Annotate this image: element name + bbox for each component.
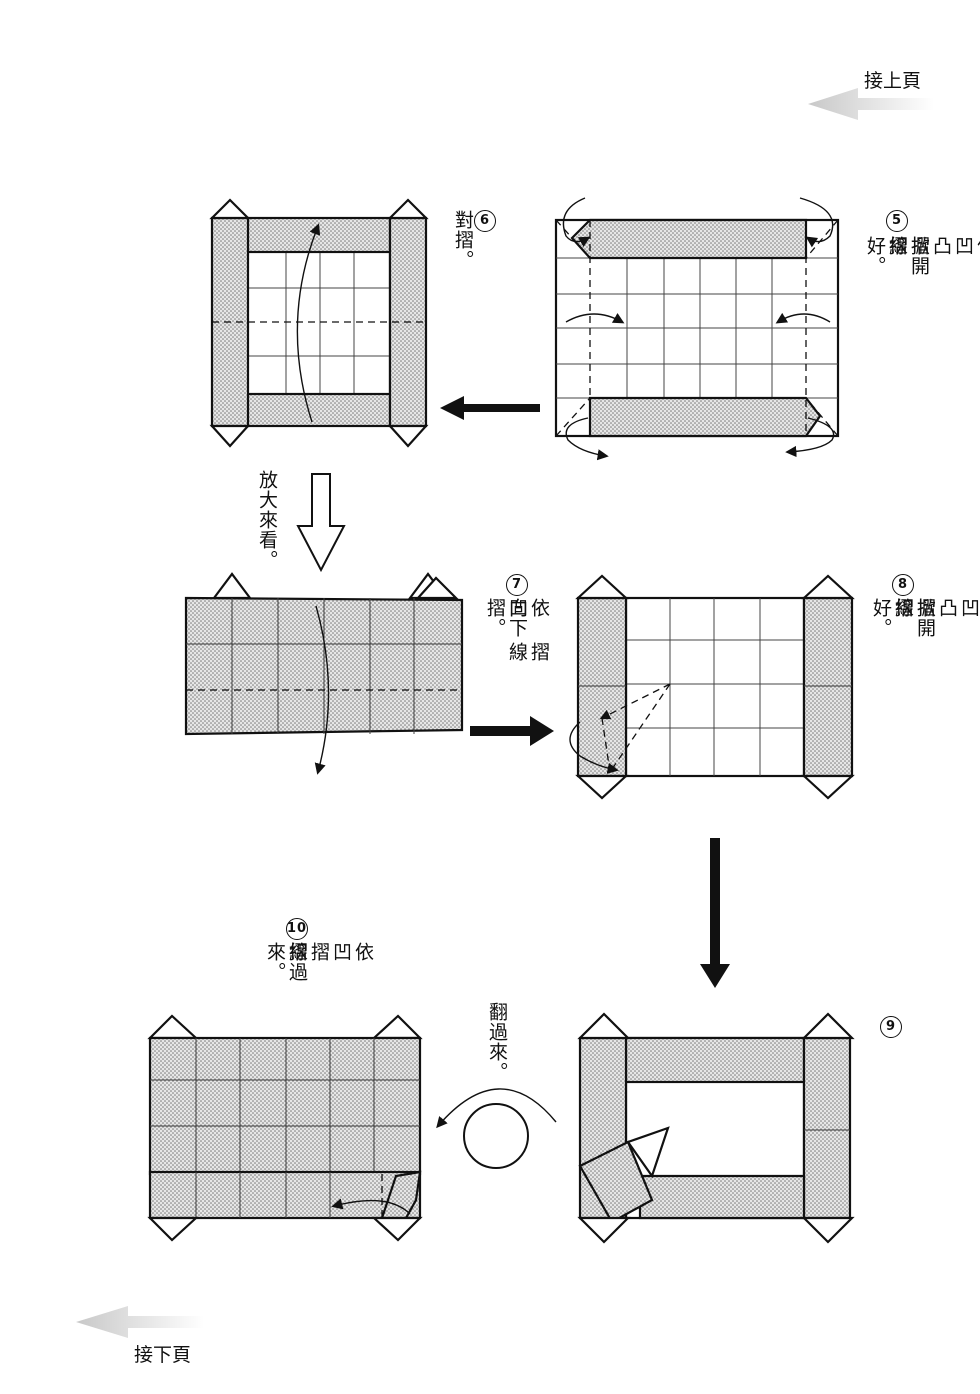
step-6-number: 6 xyxy=(474,210,496,232)
step-5-figure xyxy=(554,197,840,461)
step-9-caption: 9 xyxy=(880,1016,902,1042)
next-page-arrow-icon xyxy=(76,1306,204,1338)
step-7-figure xyxy=(184,572,464,775)
step-10-text-col1: 依凹摺線 xyxy=(286,942,374,962)
step-8-number: 8 xyxy=(892,574,914,596)
step-8-text-col2: 掀開摺好。 xyxy=(870,598,936,638)
step-7-number: 7 xyxy=(506,574,528,596)
zoom-down-arrow-icon xyxy=(296,473,346,573)
step-6-caption: 6 對摺。 xyxy=(452,210,496,270)
step-10-number: 10 xyxy=(286,918,308,940)
arrow-step5-to-step6 xyxy=(440,396,540,420)
arrow-step7-to-step8 xyxy=(470,716,554,746)
step-6-figure xyxy=(209,198,429,448)
step-5-text-col2: 掀開摺好。 xyxy=(864,236,930,276)
step-7-text-col1b: 摺線 xyxy=(506,642,550,662)
arrow-step8-to-step9 xyxy=(700,838,730,988)
step-7-text-col2: 向下摺。 xyxy=(484,598,528,638)
step-7-text-col1: 依凹 xyxy=(506,598,550,618)
prev-page-label[interactable]: 接上頁 xyxy=(864,70,922,92)
flip-over-icon xyxy=(436,1088,557,1169)
step-6-text: 對摺。 xyxy=(452,210,474,270)
next-page-label[interactable]: 接下頁 xyxy=(134,1344,192,1366)
step-8-figure xyxy=(569,574,855,800)
step-9-figure xyxy=(577,1012,855,1244)
step-10-text-col2: 摺過來。 xyxy=(264,942,308,982)
zoom-note: 放大來看。 xyxy=(256,470,278,570)
step-5-text-col1: 依凹凸摺線 xyxy=(886,236,980,256)
step-8-text-col1: 依凹凸摺線 xyxy=(892,598,980,618)
step-10-figure xyxy=(147,1014,423,1242)
prev-page-arrow-icon xyxy=(808,88,934,120)
step-5-number: 5 xyxy=(886,210,908,232)
step-9-number: 9 xyxy=(880,1016,902,1038)
flip-note: 翻過來。 xyxy=(486,1002,508,1082)
